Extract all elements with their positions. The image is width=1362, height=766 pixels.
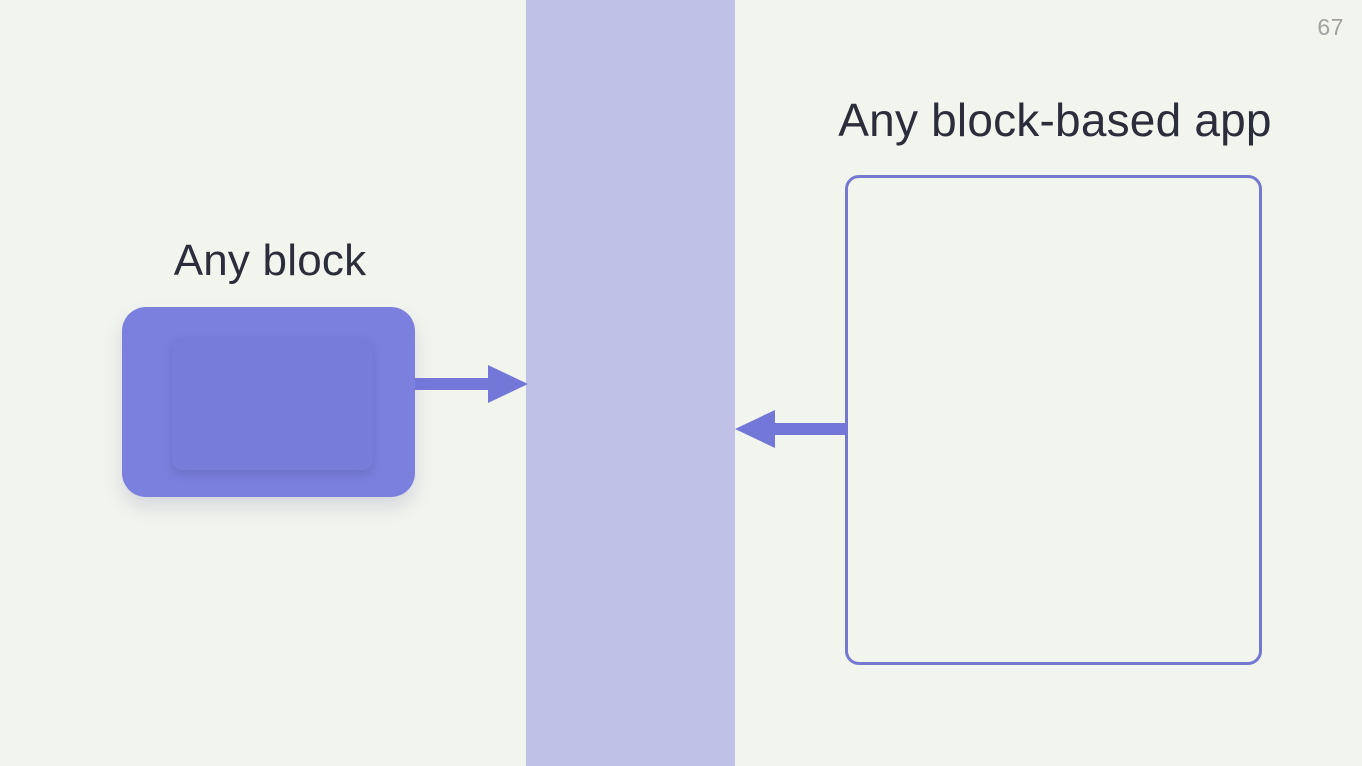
arrow-shaft bbox=[415, 378, 495, 390]
any-block-shape bbox=[122, 307, 415, 497]
left-arrow-icon bbox=[735, 410, 847, 448]
arrow-head bbox=[488, 365, 528, 403]
page-number: 67 bbox=[1317, 14, 1344, 40]
any-block-inner-shape bbox=[172, 337, 373, 470]
right-arrow-icon bbox=[415, 365, 528, 403]
app-outline-box bbox=[845, 175, 1262, 665]
arrow-head bbox=[735, 410, 775, 448]
block-based-app-label: Any block-based app bbox=[838, 94, 1272, 146]
central-band bbox=[526, 0, 735, 766]
any-block-label: Any block bbox=[173, 236, 367, 285]
arrow-shaft bbox=[771, 423, 847, 435]
